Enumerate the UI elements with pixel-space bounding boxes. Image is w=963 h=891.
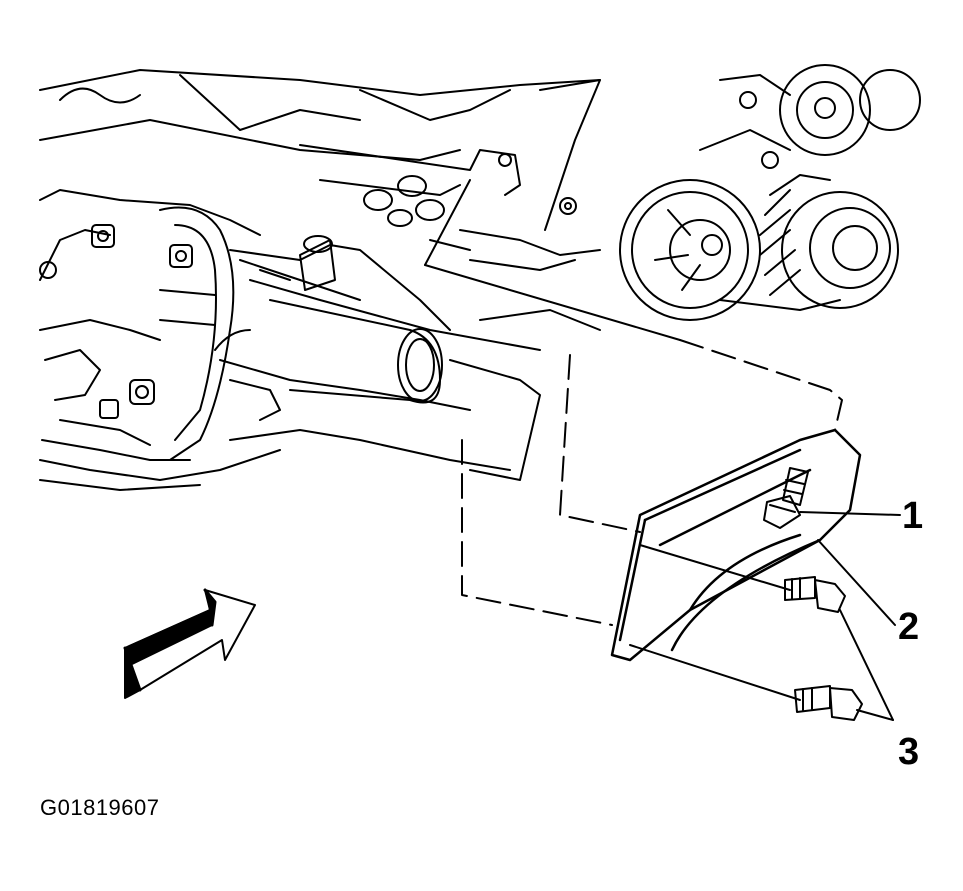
callout-leaders — [799, 511, 901, 721]
bolt-3 — [794, 685, 863, 721]
callout-label-1: 1 — [902, 495, 924, 537]
direction-arrow — [123, 588, 256, 699]
engine-assembly-background — [39, 64, 921, 491]
callout-label-2: 2 — [898, 606, 920, 648]
callout-label-3: 3 — [898, 731, 920, 773]
bolt-2 — [784, 576, 846, 613]
figure-id: G01819607 — [40, 795, 160, 820]
installation-lines — [424, 179, 843, 701]
bracket-part — [610, 428, 862, 662]
bolt-1 — [763, 467, 809, 529]
